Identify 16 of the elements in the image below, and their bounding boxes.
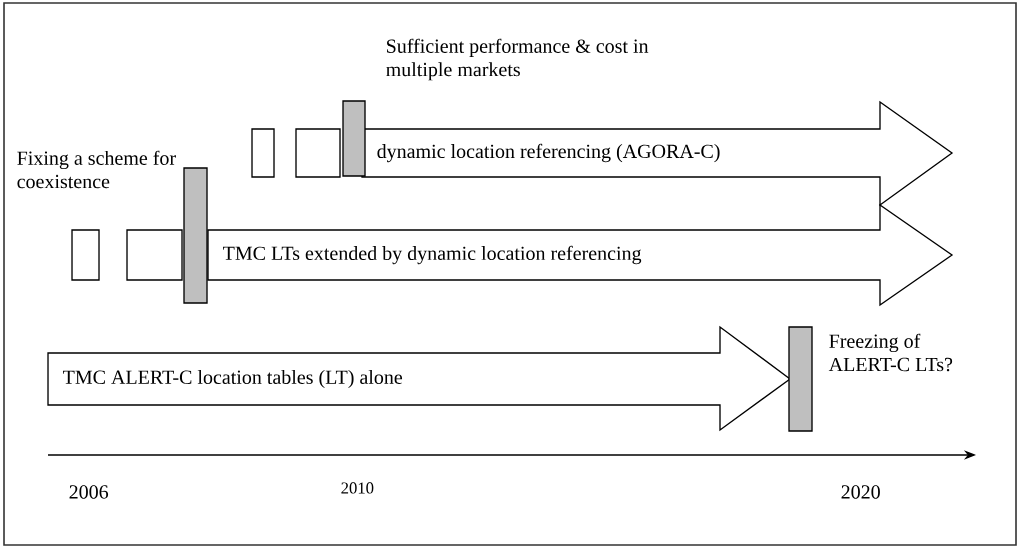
milestone-bar [788,326,813,432]
milestone-label: Freezing of ALERT-C LTs? [828,333,953,372]
phase-band: TMC LTs extended by dynamic location referencing [207,203,954,307]
year-label: 2010 [341,482,374,494]
milestone-bar [342,100,366,177]
milestone-bar [183,167,208,304]
year-label: 2006 [69,485,109,499]
milestone-label: Sufficient performance & cost in multiple markets [386,38,649,81]
step-box [126,229,183,281]
year-label: 2020 [841,485,880,499]
phase-band: TMC ALERT-C location tables (LT) alone [47,325,792,432]
step-box [251,128,275,178]
step-box [295,128,341,178]
milestone-label: Fixing a scheme for coexistence [17,150,176,189]
phase-band: dynamic location referencing (AGORA-C) [361,100,954,207]
step-box [71,229,100,281]
